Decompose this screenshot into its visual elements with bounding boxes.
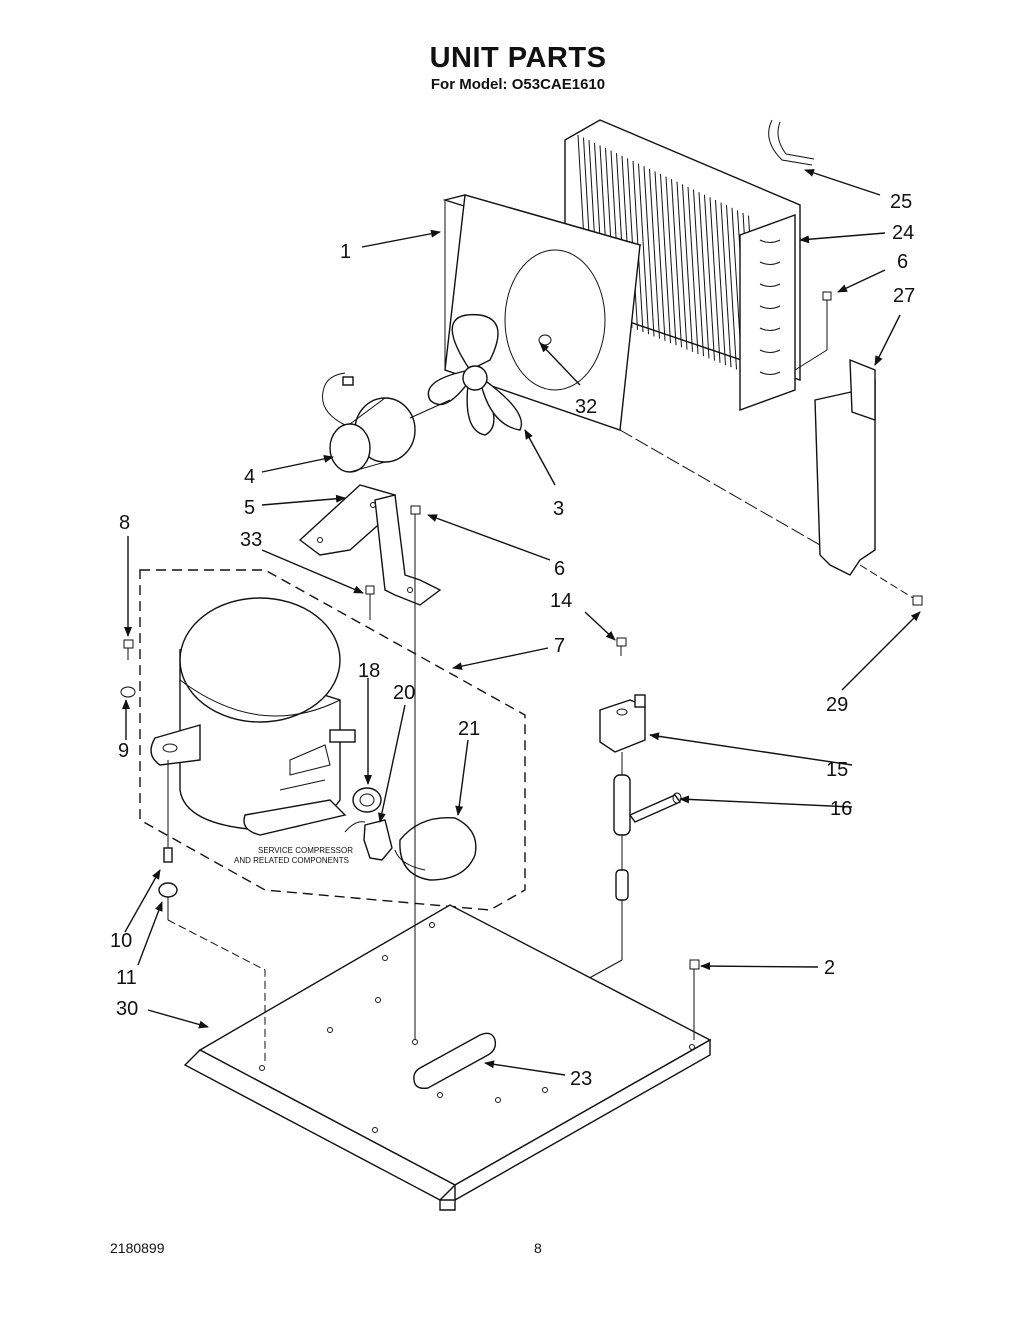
fan-blade xyxy=(427,313,522,436)
callout-16: 16 xyxy=(830,798,852,820)
callout-5: 5 xyxy=(244,497,255,519)
screw-6-top xyxy=(822,291,832,314)
screw-6-bracket xyxy=(410,505,421,530)
callout-7: 7 xyxy=(554,635,565,657)
callout-24: 24 xyxy=(892,222,914,244)
callout-8: 8 xyxy=(119,512,130,534)
callout-11: 11 xyxy=(116,967,137,989)
overload-protector xyxy=(352,787,382,813)
callout-32: 32 xyxy=(575,396,597,418)
fan-shroud xyxy=(442,194,642,431)
callout-27: 27 xyxy=(893,285,915,307)
callout-23: 23 xyxy=(570,1068,592,1090)
assembly-lines xyxy=(167,314,914,1065)
side-bracket xyxy=(814,358,876,576)
motor-bracket xyxy=(298,484,442,606)
callout-labels: 1 2 3 4 5 6 6 7 8 9 10 11 14 15 16 18 20… xyxy=(110,191,915,1090)
callout-30: 30 xyxy=(116,998,138,1020)
accumulator xyxy=(413,1032,497,1090)
callout-18: 18 xyxy=(358,660,380,682)
callout-3: 3 xyxy=(553,498,564,520)
page-title: UNIT PARTS xyxy=(429,42,607,74)
grommet xyxy=(158,847,178,898)
screw-29 xyxy=(912,595,923,606)
callout-29: 29 xyxy=(826,694,848,716)
service-note-line-2: AND RELATED COMPONENTS xyxy=(234,856,349,865)
base-pan xyxy=(183,904,712,1211)
callout-14: 14 xyxy=(550,590,572,612)
access-valve xyxy=(628,792,682,823)
screw-2 xyxy=(689,959,700,985)
callout-9: 9 xyxy=(118,740,129,762)
service-compressor-outline xyxy=(139,569,526,911)
screw-14 xyxy=(616,637,627,656)
solenoid-valve xyxy=(599,694,646,753)
callout-4: 4 xyxy=(244,466,255,488)
callout-6-top: 6 xyxy=(897,251,908,273)
callout-2: 2 xyxy=(824,957,835,979)
callout-15: 15 xyxy=(826,759,848,781)
screw-33 xyxy=(365,585,375,605)
callout-6-bracket: 6 xyxy=(554,558,565,580)
callout-1: 1 xyxy=(340,241,351,263)
callout-21: 21 xyxy=(458,718,480,740)
model-subtitle: For Model: O53CAE1610 xyxy=(430,76,606,93)
callout-10: 10 xyxy=(110,930,132,952)
leader-arrows xyxy=(122,169,921,1076)
fan-motor xyxy=(322,372,451,473)
compressor xyxy=(150,597,356,836)
callout-20: 20 xyxy=(393,682,415,704)
callout-25: 25 xyxy=(890,191,912,213)
screw-8 xyxy=(120,639,136,698)
service-note-line-1: SERVICE COMPRESSOR xyxy=(258,846,353,855)
page-number: 8 xyxy=(534,1240,542,1256)
callout-33: 33 xyxy=(240,529,262,551)
terminal-cover xyxy=(394,816,477,881)
document-number: 2180899 xyxy=(110,1240,165,1256)
